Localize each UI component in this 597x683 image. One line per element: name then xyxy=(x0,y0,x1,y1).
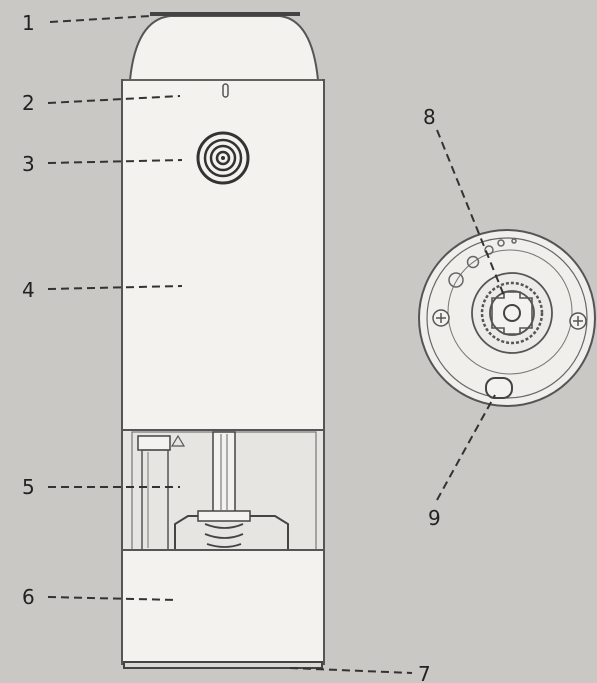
bottom-cap xyxy=(121,549,325,665)
leader-6 xyxy=(47,596,179,601)
grinder-side-view xyxy=(121,12,325,669)
callout-1: 1 xyxy=(22,11,35,35)
callout-numbers: 1 2 3 4 5 6 7 8 9 xyxy=(22,11,441,683)
adjustment-knob xyxy=(471,272,553,354)
top-cap xyxy=(128,15,320,81)
screw-right xyxy=(569,312,587,330)
base-ring xyxy=(123,661,323,669)
screw-left xyxy=(432,309,450,327)
leader-4 xyxy=(47,285,183,290)
callout-9: 9 xyxy=(428,506,441,530)
leader-2 xyxy=(47,95,181,104)
grinder-bottom-view xyxy=(418,229,596,407)
burr-mechanism xyxy=(174,510,289,550)
callout-7: 7 xyxy=(418,662,431,683)
charging-port xyxy=(485,377,513,399)
leader-7 xyxy=(289,667,413,674)
leader-8 xyxy=(436,129,506,299)
grinder-shaft xyxy=(212,431,236,513)
callout-8: 8 xyxy=(423,105,436,129)
leader-3 xyxy=(47,159,183,164)
callout-2: 2 xyxy=(22,91,35,115)
indicator-light xyxy=(222,83,229,98)
callout-4: 4 xyxy=(22,278,35,302)
power-button xyxy=(196,131,250,185)
callout-5: 5 xyxy=(22,475,35,499)
leader-lines xyxy=(47,15,506,674)
callout-3: 3 xyxy=(22,152,35,176)
leader-9 xyxy=(436,394,496,501)
leader-1 xyxy=(49,15,151,23)
coarseness-dots xyxy=(448,238,517,288)
callout-6: 6 xyxy=(22,585,35,609)
